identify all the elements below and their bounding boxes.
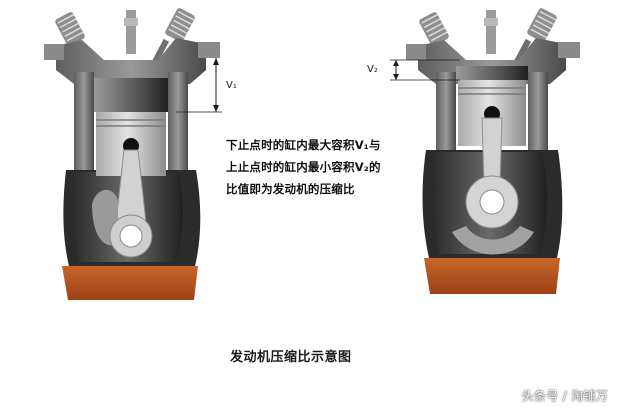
source-watermark: 头条号 / 淘铺万 xyxy=(521,389,608,403)
left-engine xyxy=(44,8,222,300)
right-oil-sump xyxy=(424,258,560,294)
annotation-line-2: 上止点时的缸内最小容积V₂的 xyxy=(226,160,381,174)
right-crank-counterweight xyxy=(452,226,534,255)
annotation-line-1: 下止点时的缸内最大容积V₁与 xyxy=(226,138,381,152)
right-combustion-chamber xyxy=(456,66,528,80)
left-volume-label: V₁ xyxy=(226,80,237,91)
annotation-line-3: 比值即为发动机的压缩比 xyxy=(226,182,355,196)
left-combustion-chamber xyxy=(94,78,168,112)
left-spark-plug xyxy=(126,10,136,54)
right-volume-label: V₂ xyxy=(367,64,378,75)
diagram-caption: 发动机压缩比示意图 xyxy=(230,350,352,365)
compression-ratio-annotation: 下止点时的缸内最大容积V₁与 上止点时的缸内最小容积V₂的 比值即为发动机的压缩… xyxy=(226,134,416,200)
left-oil-sump xyxy=(62,266,198,300)
right-engine xyxy=(390,8,580,294)
right-spark-plug xyxy=(486,10,496,54)
